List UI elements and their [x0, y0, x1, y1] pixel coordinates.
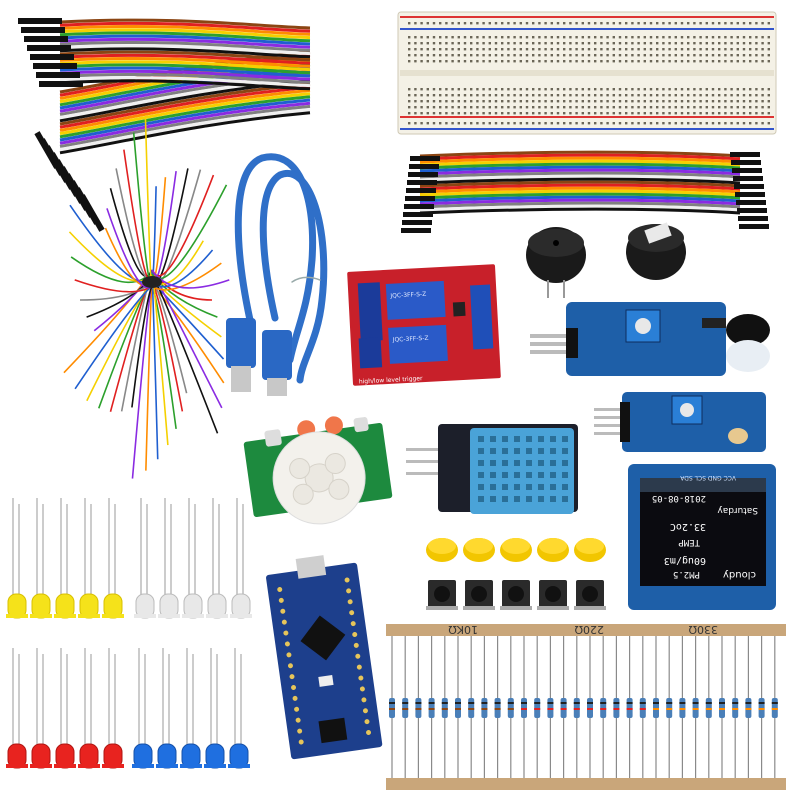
oled-day: Saturday [717, 505, 758, 515]
resistor-strips: 10KΩ 220Ω 330Ω [386, 623, 786, 790]
oled-pm: PM2.5 [673, 569, 700, 579]
resistor-label-330: 330Ω [689, 623, 718, 636]
oled-pm-value: 60ug/m3 [664, 555, 706, 566]
usb-cable [226, 153, 328, 396]
relay-text-top: JQC-3FF-S-Z [389, 291, 426, 300]
ribbon-jumper-wires-right [401, 150, 769, 233]
ir-obstacle-sensor [530, 302, 770, 376]
arduino-nano-board [266, 555, 383, 760]
resistor-label-10k: 10KΩ [448, 623, 478, 636]
oled-temp-value: 33.2oC [670, 521, 706, 532]
dht11-sensor [406, 424, 578, 514]
light-sensor-module [594, 392, 766, 452]
ribbon-jumper-wires-top-left [18, 18, 311, 232]
oled-date: 2018-08-05 [652, 493, 706, 503]
led-set-blue [132, 648, 250, 769]
relay-module: JQC-3FF-S-Z JQC-3FF-S-Z high/low level t… [347, 264, 501, 386]
relay-text-bottom: JQC-3FF-S-Z [392, 335, 429, 344]
buzzer-active [526, 227, 586, 298]
buzzer-passive [626, 222, 686, 280]
oled-city: cloudy [723, 569, 756, 580]
led-set-red [6, 648, 124, 769]
breadboard [397, 11, 777, 135]
oled-temp: TEMP [678, 537, 700, 547]
oled-pins: VCC GND SCL SDA [679, 474, 736, 481]
relay-trigger-label: high/low level trigger [359, 375, 424, 385]
resistor-label-220: 220Ω [575, 623, 604, 636]
led-set-white [134, 498, 252, 619]
loose-jumper-wires [63, 118, 230, 479]
pir-motion-sensor [243, 416, 393, 525]
led-set-yellow [6, 498, 124, 619]
push-buttons [426, 538, 606, 610]
oled-display: cloudy PM2.5 60ug/m3 TEMP 33.2oC Saturda… [628, 464, 776, 610]
